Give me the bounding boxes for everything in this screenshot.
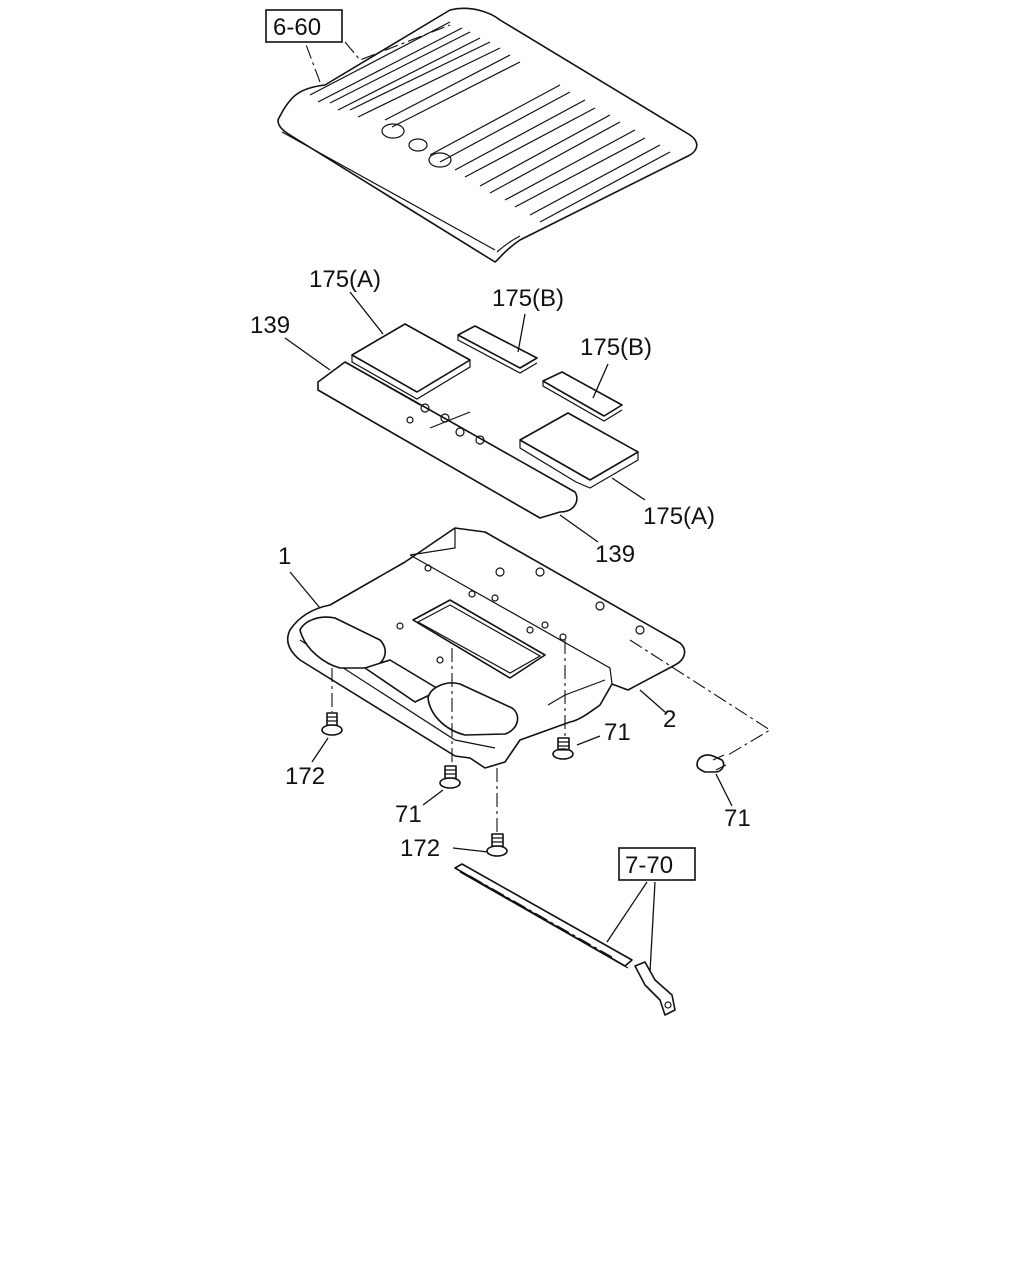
clip-71-right-screw [552, 737, 574, 760]
leader-rail-1 [606, 881, 648, 943]
clip-71-center [439, 765, 461, 789]
insulator-175b-top [457, 325, 538, 374]
label-headlining: 1 [278, 543, 291, 570]
label-rear-trim: 2 [663, 706, 676, 733]
ref-rail-label: 7-70 [625, 852, 673, 879]
rail-assembly [454, 863, 676, 1016]
leader-172-bottom [452, 847, 489, 853]
label-172-bottom: 172 [400, 835, 440, 862]
headlining-1 [286, 527, 686, 769]
label-71-center: 71 [395, 801, 422, 828]
insulator-175b-right [542, 371, 623, 422]
roof-panel [277, 7, 698, 263]
leader-139-right [559, 514, 599, 543]
label-175b-top: 175(B) [492, 285, 564, 312]
screw-172-bottom [486, 833, 508, 857]
label-175b-right: 175(B) [580, 334, 652, 361]
pad-139 [317, 361, 578, 519]
screw-172-left [321, 712, 343, 736]
label-71-right-screw: 71 [604, 719, 631, 746]
leader-rear-trim [639, 689, 666, 713]
leader-175b-top [517, 313, 526, 353]
leader-71-far-right [715, 773, 733, 807]
leader-71-right-screw [576, 735, 601, 746]
label-175a-top: 175(A) [309, 266, 381, 293]
roof-ref-leader [304, 24, 451, 83]
label-175a-right: 175(A) [643, 503, 715, 530]
ref-box-roof [265, 9, 343, 43]
leader-rail-2 [649, 881, 656, 973]
label-139-left: 139 [250, 312, 290, 339]
leader-175a-top [349, 291, 384, 335]
ref-box-rail [618, 847, 696, 881]
label-71-far-right: 71 [724, 805, 751, 832]
leader-175a-right [611, 477, 646, 501]
alignment-line-far-right [629, 639, 772, 756]
ref-roof-label: 6-60 [273, 14, 321, 41]
label-172-left: 172 [285, 763, 325, 790]
label-139-right: 139 [595, 541, 635, 568]
leader-71-center [422, 789, 444, 806]
leader-headlining [289, 571, 321, 609]
clip-71-far-right [696, 754, 727, 773]
leader-172-left [311, 737, 329, 763]
leader-139-left [284, 337, 331, 371]
insulator-175a-top [351, 323, 471, 400]
leader-175b-right [592, 363, 609, 399]
insulator-175a-right [519, 412, 639, 489]
